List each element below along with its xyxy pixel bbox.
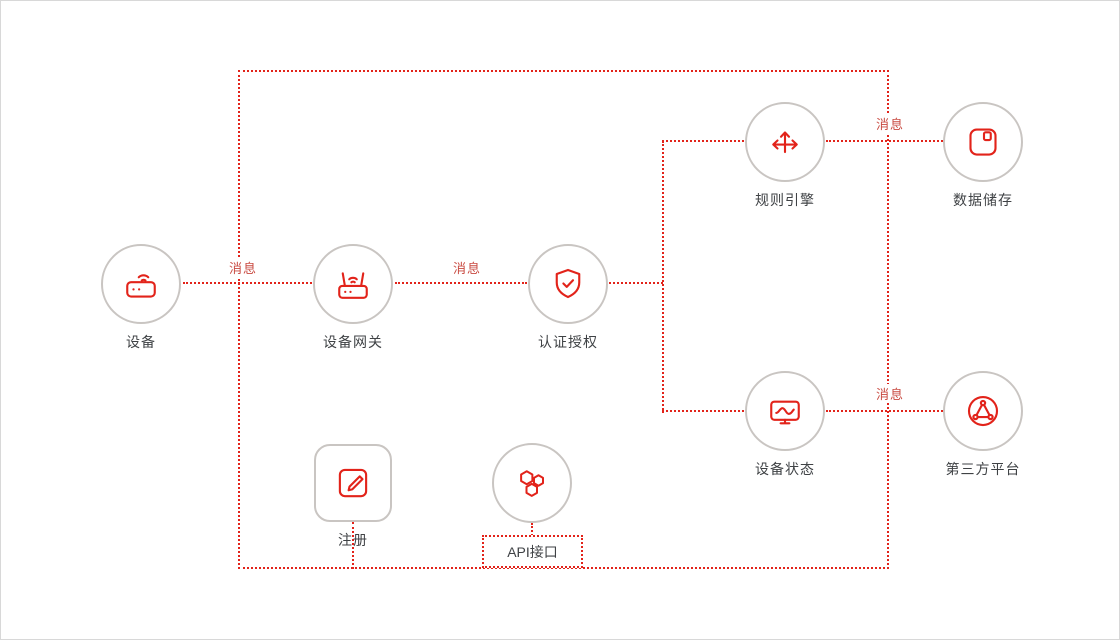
- message-label-status-thirdparty: 消息: [868, 384, 912, 403]
- storage-icon: [969, 128, 997, 156]
- node-status: [745, 371, 825, 451]
- node-auth-label: 认证授权: [538, 334, 598, 350]
- platform-boundary-frame: [238, 70, 889, 569]
- node-status-label: 设备状态: [755, 461, 815, 477]
- node-gateway-label: 设备网关: [323, 334, 383, 350]
- edge-status-thirdparty: [826, 410, 943, 412]
- edge-api-label: [531, 523, 533, 536]
- edge-branch-rules: [662, 140, 744, 142]
- node-rules: [745, 102, 825, 182]
- shield-check-icon: [555, 268, 581, 299]
- edge-gateway-auth: [395, 282, 527, 284]
- edge-branch-vertical: [662, 141, 664, 413]
- node-third-party: [943, 371, 1023, 451]
- node-device-label: 设备: [126, 334, 156, 350]
- gateway-icon: [338, 272, 368, 299]
- node-register-label: 注册: [338, 532, 368, 548]
- edge-auth-branch: [609, 282, 663, 284]
- device-icon: [126, 274, 156, 298]
- edge-branch-status: [662, 410, 744, 412]
- node-auth: [528, 244, 608, 324]
- monitor-wave-icon: [770, 400, 800, 425]
- network-triangle-icon: [967, 395, 999, 427]
- node-storage: [943, 102, 1023, 182]
- register-pencil-icon: [338, 468, 368, 498]
- message-label-device-gateway: 消息: [221, 258, 265, 277]
- node-api-label: API接口: [507, 543, 558, 560]
- edge-device-gateway: [183, 282, 312, 284]
- message-label-gateway-auth: 消息: [445, 258, 489, 277]
- node-register: [314, 444, 392, 522]
- message-label-rules-storage: 消息: [868, 114, 912, 133]
- hexagons-icon: [520, 470, 544, 497]
- node-gateway: [313, 244, 393, 324]
- branch-arrows-icon: [772, 131, 798, 154]
- node-rules-label: 规则引擎: [755, 192, 815, 208]
- node-third-party-label: 第三方平台: [945, 461, 1021, 477]
- edge-rules-storage: [826, 140, 943, 142]
- node-api: [492, 443, 572, 523]
- api-label-box: API接口: [482, 535, 583, 568]
- node-device: [101, 244, 181, 324]
- node-storage-label: 数据储存: [953, 192, 1013, 208]
- edge-register-boundary: [352, 522, 354, 569]
